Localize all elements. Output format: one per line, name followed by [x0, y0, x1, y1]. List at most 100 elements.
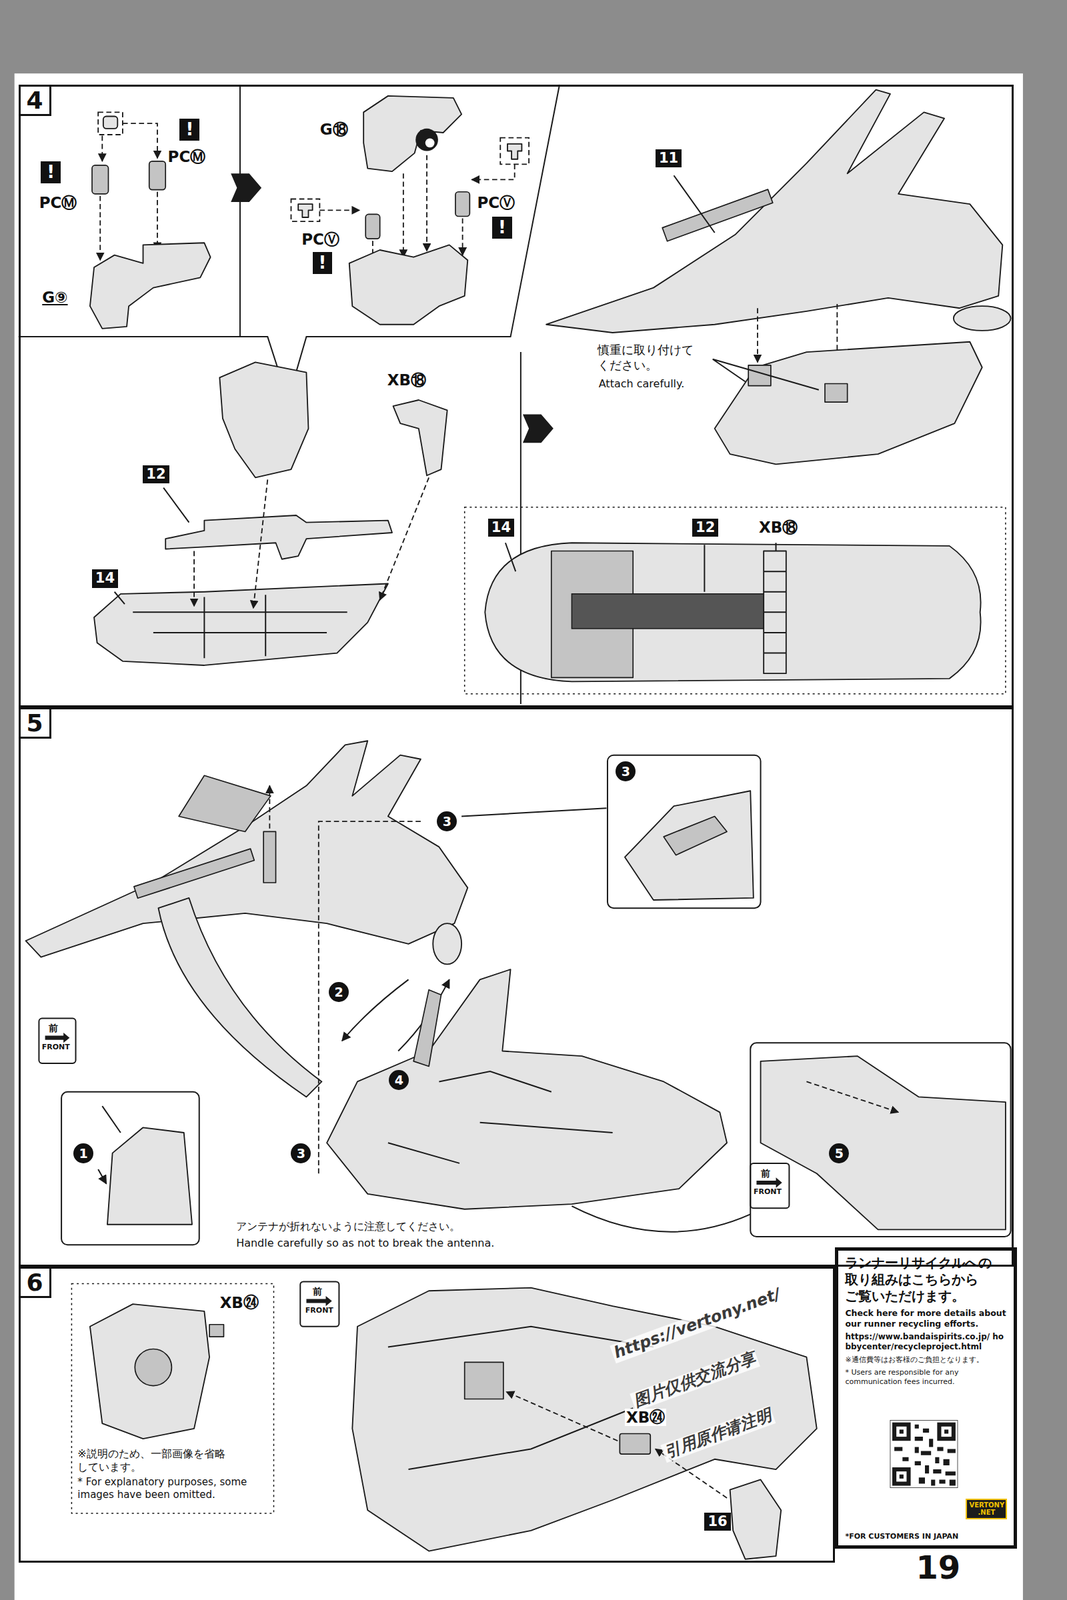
step-panel: 6 — [18, 1267, 836, 1564]
inset-xb24 — [209, 1325, 224, 1338]
front-mark: FRONT — [42, 1043, 71, 1053]
page-number: 19 — [915, 1551, 961, 1584]
qr-code — [899, 1475, 904, 1480]
detail-inset — [61, 1092, 200, 1246]
callout-number: 5 — [828, 1143, 849, 1164]
callout-number: 3 — [290, 1143, 311, 1164]
antenna-part — [263, 831, 276, 883]
step-number: 4 — [20, 86, 52, 117]
watermark: https://vertony.net/ — [609, 1285, 785, 1364]
part-icon — [298, 204, 313, 218]
mech-antenna — [413, 990, 441, 1067]
qr-code — [892, 1423, 911, 1442]
callout-number: 2 — [328, 982, 349, 1003]
panel-divider — [18, 84, 560, 705]
hole-mark — [415, 128, 439, 152]
shield — [158, 898, 323, 1098]
note-text: アンテナが折れないように注意してください。 — [234, 1221, 462, 1234]
ship-cannon — [662, 189, 773, 242]
front-mark: FRONT — [753, 1188, 782, 1198]
xb18-rungs — [763, 571, 787, 653]
assembly-line — [426, 155, 428, 252]
part-label: PCⓋ — [475, 194, 517, 212]
part-number: 16 — [704, 1513, 731, 1532]
step-arrow — [522, 414, 554, 443]
part-xb24 — [619, 1434, 651, 1456]
part-number: 11 — [655, 149, 682, 168]
ship-fin — [178, 775, 271, 832]
ship-upper — [546, 90, 1003, 333]
hull-socket — [824, 384, 848, 403]
leader-line — [673, 175, 715, 233]
part-label: XB㉔ — [218, 1294, 261, 1312]
page-sheet — [14, 73, 1023, 1600]
polycap — [365, 214, 380, 239]
qr-code — [890, 1421, 958, 1489]
qr-code — [896, 1471, 907, 1482]
recycle-url: https://www.bandaispirits.co.jp/ hobbyce… — [844, 1332, 1009, 1353]
inset-part — [663, 816, 727, 855]
front-arrow — [45, 1032, 71, 1043]
polycap — [455, 192, 470, 217]
detail-frame — [71, 1284, 274, 1514]
inset-part — [107, 1127, 193, 1225]
watermark: 引用原作请注明 — [660, 1405, 776, 1463]
part-number: 14 — [488, 518, 515, 537]
recycle-info-box: ランナーリサイクルへの 取り組みはこちらから ご覧いただけます。Check he… — [834, 1247, 1017, 1550]
step-number: 6 — [20, 1269, 52, 1299]
polycap — [92, 165, 109, 195]
leader-line — [712, 359, 819, 391]
detail-inset — [607, 755, 761, 909]
ship-cannon — [134, 848, 255, 899]
assembly-line — [122, 123, 158, 159]
assembly-line — [99, 196, 101, 261]
front-icon — [750, 1163, 789, 1209]
recycle-heading: ランナーリサイクルへの 取り組みはこちらから ご覧いただけます。 — [844, 1255, 1009, 1306]
detail-inset — [750, 1042, 1011, 1238]
step-panel: 5 — [18, 707, 1015, 1268]
assembly-line — [101, 136, 103, 162]
step-number: 5 — [20, 709, 52, 739]
qr-code — [944, 1429, 949, 1434]
step-panel: 4 — [18, 84, 1015, 708]
part-icon — [290, 198, 320, 222]
assembly-line — [268, 786, 271, 829]
mech-body — [326, 969, 727, 1210]
recycle-text: Check here for more details about our ru… — [844, 1308, 1009, 1330]
part-g18 — [363, 96, 462, 172]
hole-mark — [425, 138, 435, 148]
assembly-line — [462, 218, 464, 256]
part-lower — [349, 244, 469, 325]
part-label: G⑱ — [318, 120, 350, 139]
leader-curve — [571, 1206, 751, 1233]
callout-number: 3 — [615, 761, 636, 782]
part-label: XB⑱ — [757, 518, 799, 537]
assembly-line — [806, 1081, 899, 1113]
gun-12 — [165, 515, 393, 560]
caution-mark: ! — [312, 252, 333, 275]
part-number: 12 — [692, 518, 719, 537]
front-mark: 前 — [760, 1168, 771, 1180]
part-label: PCⓋ — [300, 230, 341, 249]
part-icon — [98, 112, 123, 135]
part-upper — [219, 362, 309, 478]
qr-code — [936, 1423, 956, 1442]
inset-part — [760, 1056, 1006, 1230]
hull-detail — [132, 594, 347, 659]
watermark: 图片仅供交流分享 — [630, 1349, 761, 1412]
part-number: 14 — [92, 569, 119, 588]
part-xb18 — [393, 400, 448, 476]
assembly-line — [380, 477, 429, 601]
step4-illustration — [18, 84, 1011, 705]
leader-line — [163, 488, 189, 523]
assembly-line — [253, 479, 268, 609]
ship-thruster — [953, 306, 1011, 331]
front-mark: 前 — [48, 1022, 59, 1034]
inset-antenna — [102, 1106, 121, 1134]
fee-note: ※通信費等はお客様のご負担となります。 — [844, 1355, 1009, 1366]
assembly-line — [319, 209, 360, 211]
